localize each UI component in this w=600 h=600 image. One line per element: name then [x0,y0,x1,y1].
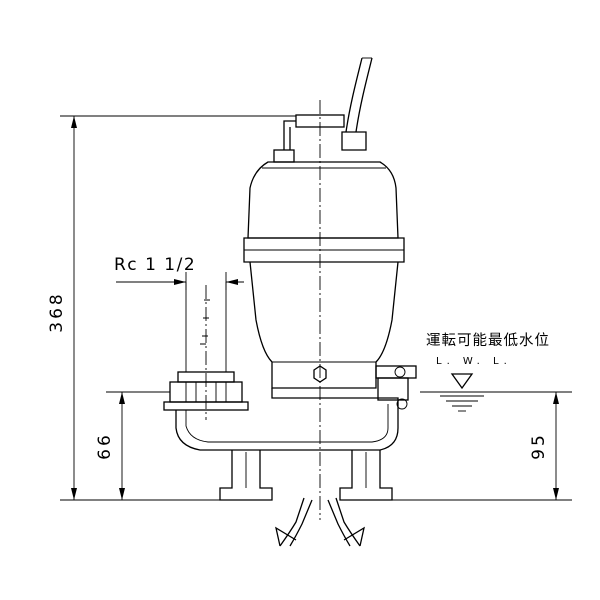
inflow-arrows [275,497,365,547]
lwl-label: L. W. L. [436,356,512,367]
low-water-level-marker [420,373,572,412]
lwl-height-label: 95 [529,432,549,460]
drain-plug [313,365,327,383]
dimension-discharge-height [106,391,170,500]
dimension-overall-height [60,115,296,501]
dimension-lwl-height [392,392,572,501]
lifting-handle [273,114,345,163]
operable-level-label: 運転可能最低水位 [426,332,550,349]
volute-casing [175,365,417,451]
dimension-thread-size [116,272,244,290]
overall-height-label: 368 [47,291,67,332]
pump-feet [219,450,393,501]
thread-size-label: Rc 1 1/2 [114,255,196,275]
power-cable [341,57,373,151]
motor-housing [243,161,405,389]
discharge-height-label: 66 [95,432,115,460]
discharge-pipe [163,282,249,420]
